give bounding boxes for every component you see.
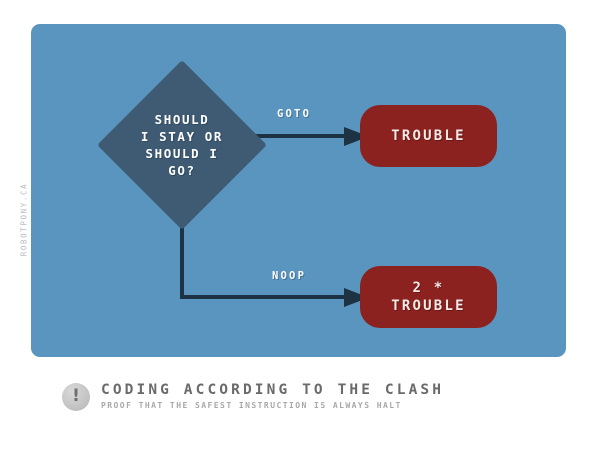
edge-label-goto: GOTO	[277, 108, 312, 120]
site-watermark: ROBOTPONY.CA	[19, 182, 29, 257]
decision-node[interactable]: SHOULD I STAY OR SHOULD I GO?	[97, 60, 267, 230]
edge-noop-arrowhead	[344, 288, 369, 307]
decision-label: SHOULD I STAY OR SHOULD I GO?	[97, 60, 267, 230]
decision-label-line-2: I STAY OR	[140, 129, 224, 144]
exclamation-glyph: !	[72, 386, 80, 406]
edge-goto-arrowhead	[344, 127, 369, 146]
caption-title: CODING ACCORDING TO THE CLASH	[101, 382, 445, 398]
node-double-trouble-label-line-1: 2 *	[412, 280, 445, 296]
edge-label-noop: NOOP	[272, 270, 307, 282]
node-double-trouble[interactable]: 2 * TROUBLE	[360, 266, 497, 328]
node-double-trouble-label-line-2: TROUBLE	[391, 298, 466, 314]
edge-noop-line	[180, 224, 347, 299]
decision-label-line-1: SHOULD	[154, 112, 210, 127]
caption: ! CODING ACCORDING TO THE CLASH PROOF TH…	[62, 382, 542, 412]
decision-label-line-4: GO?	[168, 163, 196, 178]
decision-label-line-3: SHOULD I	[145, 146, 219, 161]
caption-subtitle: PROOF THAT THE SAFEST INSTRUCTION IS ALW…	[101, 401, 402, 410]
node-trouble-label: TROUBLE	[391, 128, 466, 144]
node-trouble[interactable]: TROUBLE	[360, 105, 497, 167]
exclamation-icon: !	[62, 383, 90, 411]
caption-text: CODING ACCORDING TO THE CLASH PROOF THAT…	[101, 382, 444, 412]
